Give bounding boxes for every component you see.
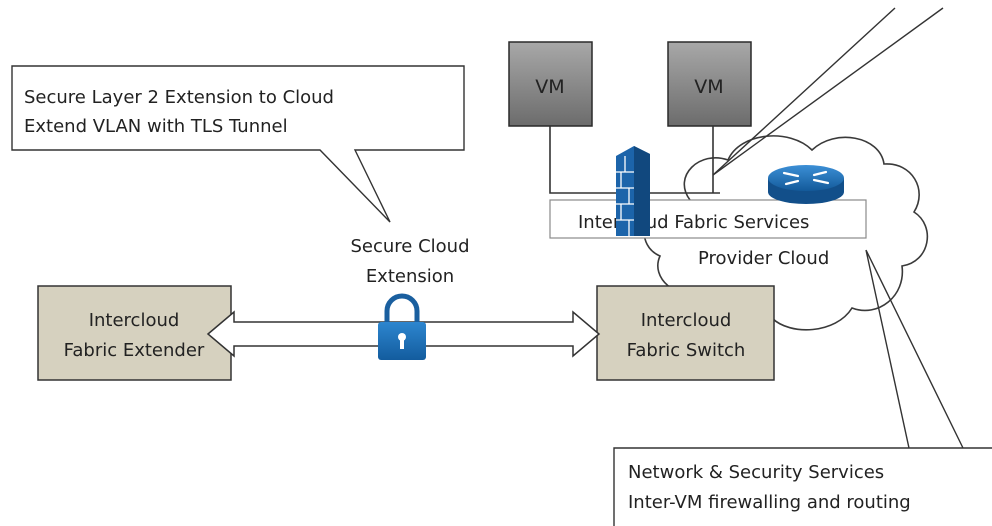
fabric-services-label: Intercloud Fabric Services	[578, 212, 809, 233]
secure-cloud-extension-line1: Secure Cloud	[350, 236, 469, 257]
fabric-switch-box: Intercloud Fabric Switch	[596, 285, 775, 381]
fabric-extender-line2: Fabric Extender	[64, 340, 205, 361]
callout-top-left: Secure Layer 2 Extension to Cloud Extend…	[11, 65, 465, 223]
callout-top-left-line1: Secure Layer 2 Extension to Cloud	[24, 87, 334, 108]
fabric-services-bar: Intercloud Fabric Services	[549, 199, 867, 239]
fabric-extender-line1: Intercloud	[89, 310, 180, 331]
fabric-switch-line1: Intercloud	[641, 310, 732, 331]
vm-left: VM	[508, 41, 593, 127]
vm-left-label: VM	[535, 76, 564, 98]
top-right-leader-lines	[712, 7, 944, 176]
vm-right: VM	[667, 41, 752, 127]
callout-bottom-right-line2: Inter-VM firewalling and routing	[628, 492, 911, 513]
fabric-switch-line2: Fabric Switch	[627, 340, 746, 361]
fabric-extender-box: Intercloud Fabric Extender	[37, 285, 232, 381]
vm-right-label: VM	[694, 76, 723, 98]
callout-bottom-right-line1: Network & Security Services	[628, 462, 884, 483]
firewall-icon	[616, 146, 650, 236]
callout-top-left-line2: Extend VLAN with TLS Tunnel	[24, 116, 288, 137]
vm-connection-lines	[549, 126, 720, 194]
router-icon	[768, 165, 844, 204]
secure-cloud-extension-line2: Extension	[366, 266, 454, 287]
lock-icon	[378, 293, 426, 360]
callout-bottom-right: Network & Security Services Inter-VM fir…	[613, 249, 992, 526]
provider-cloud-label: Provider Cloud	[698, 248, 829, 269]
